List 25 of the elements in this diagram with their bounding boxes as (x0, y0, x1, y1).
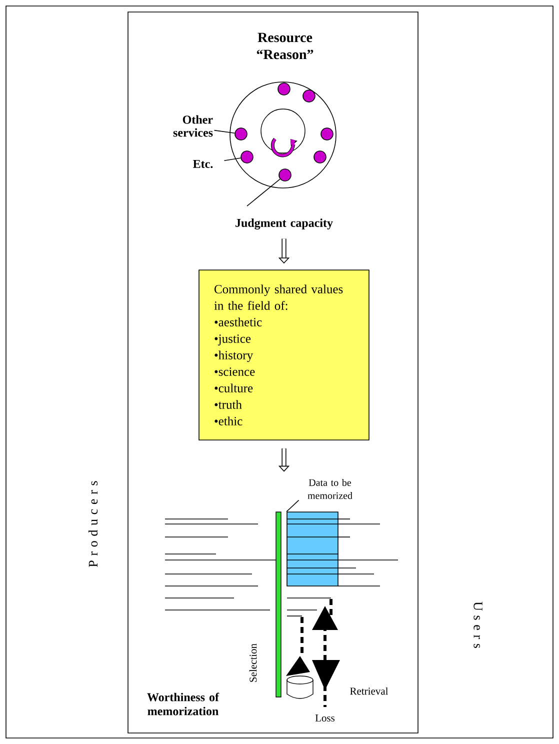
dot (278, 168, 292, 182)
memory-box (286, 512, 338, 586)
dot (320, 128, 334, 140)
label-text: Judgment capacity (236, 218, 333, 230)
dot (234, 128, 248, 140)
leader-line (286, 500, 300, 512)
label-text: Selection (249, 644, 257, 682)
leader-line (246, 178, 280, 206)
dot (302, 90, 316, 102)
side-label: P r o d u c e r s (88, 481, 98, 567)
label-text: Worthiness of memorization (147, 692, 220, 716)
label-text: Other services (173, 115, 213, 137)
ring-circle (230, 82, 336, 188)
leader-line (214, 130, 236, 134)
title: Resource “Reason” (256, 32, 314, 60)
label-text: Retrieval (350, 687, 388, 695)
label-text: Data to be memorized (308, 478, 352, 500)
dot (314, 150, 326, 164)
label-text: Etc. (193, 160, 213, 168)
values-box: Commonly shared values in the field of: •aesthetic •justice •history •science •culture •truth •ethic (198, 270, 370, 440)
dot (240, 150, 254, 164)
dot (278, 82, 290, 96)
side-label: U s e r s (474, 602, 482, 648)
leader-line (224, 158, 242, 162)
label-text: Loss (315, 714, 335, 722)
